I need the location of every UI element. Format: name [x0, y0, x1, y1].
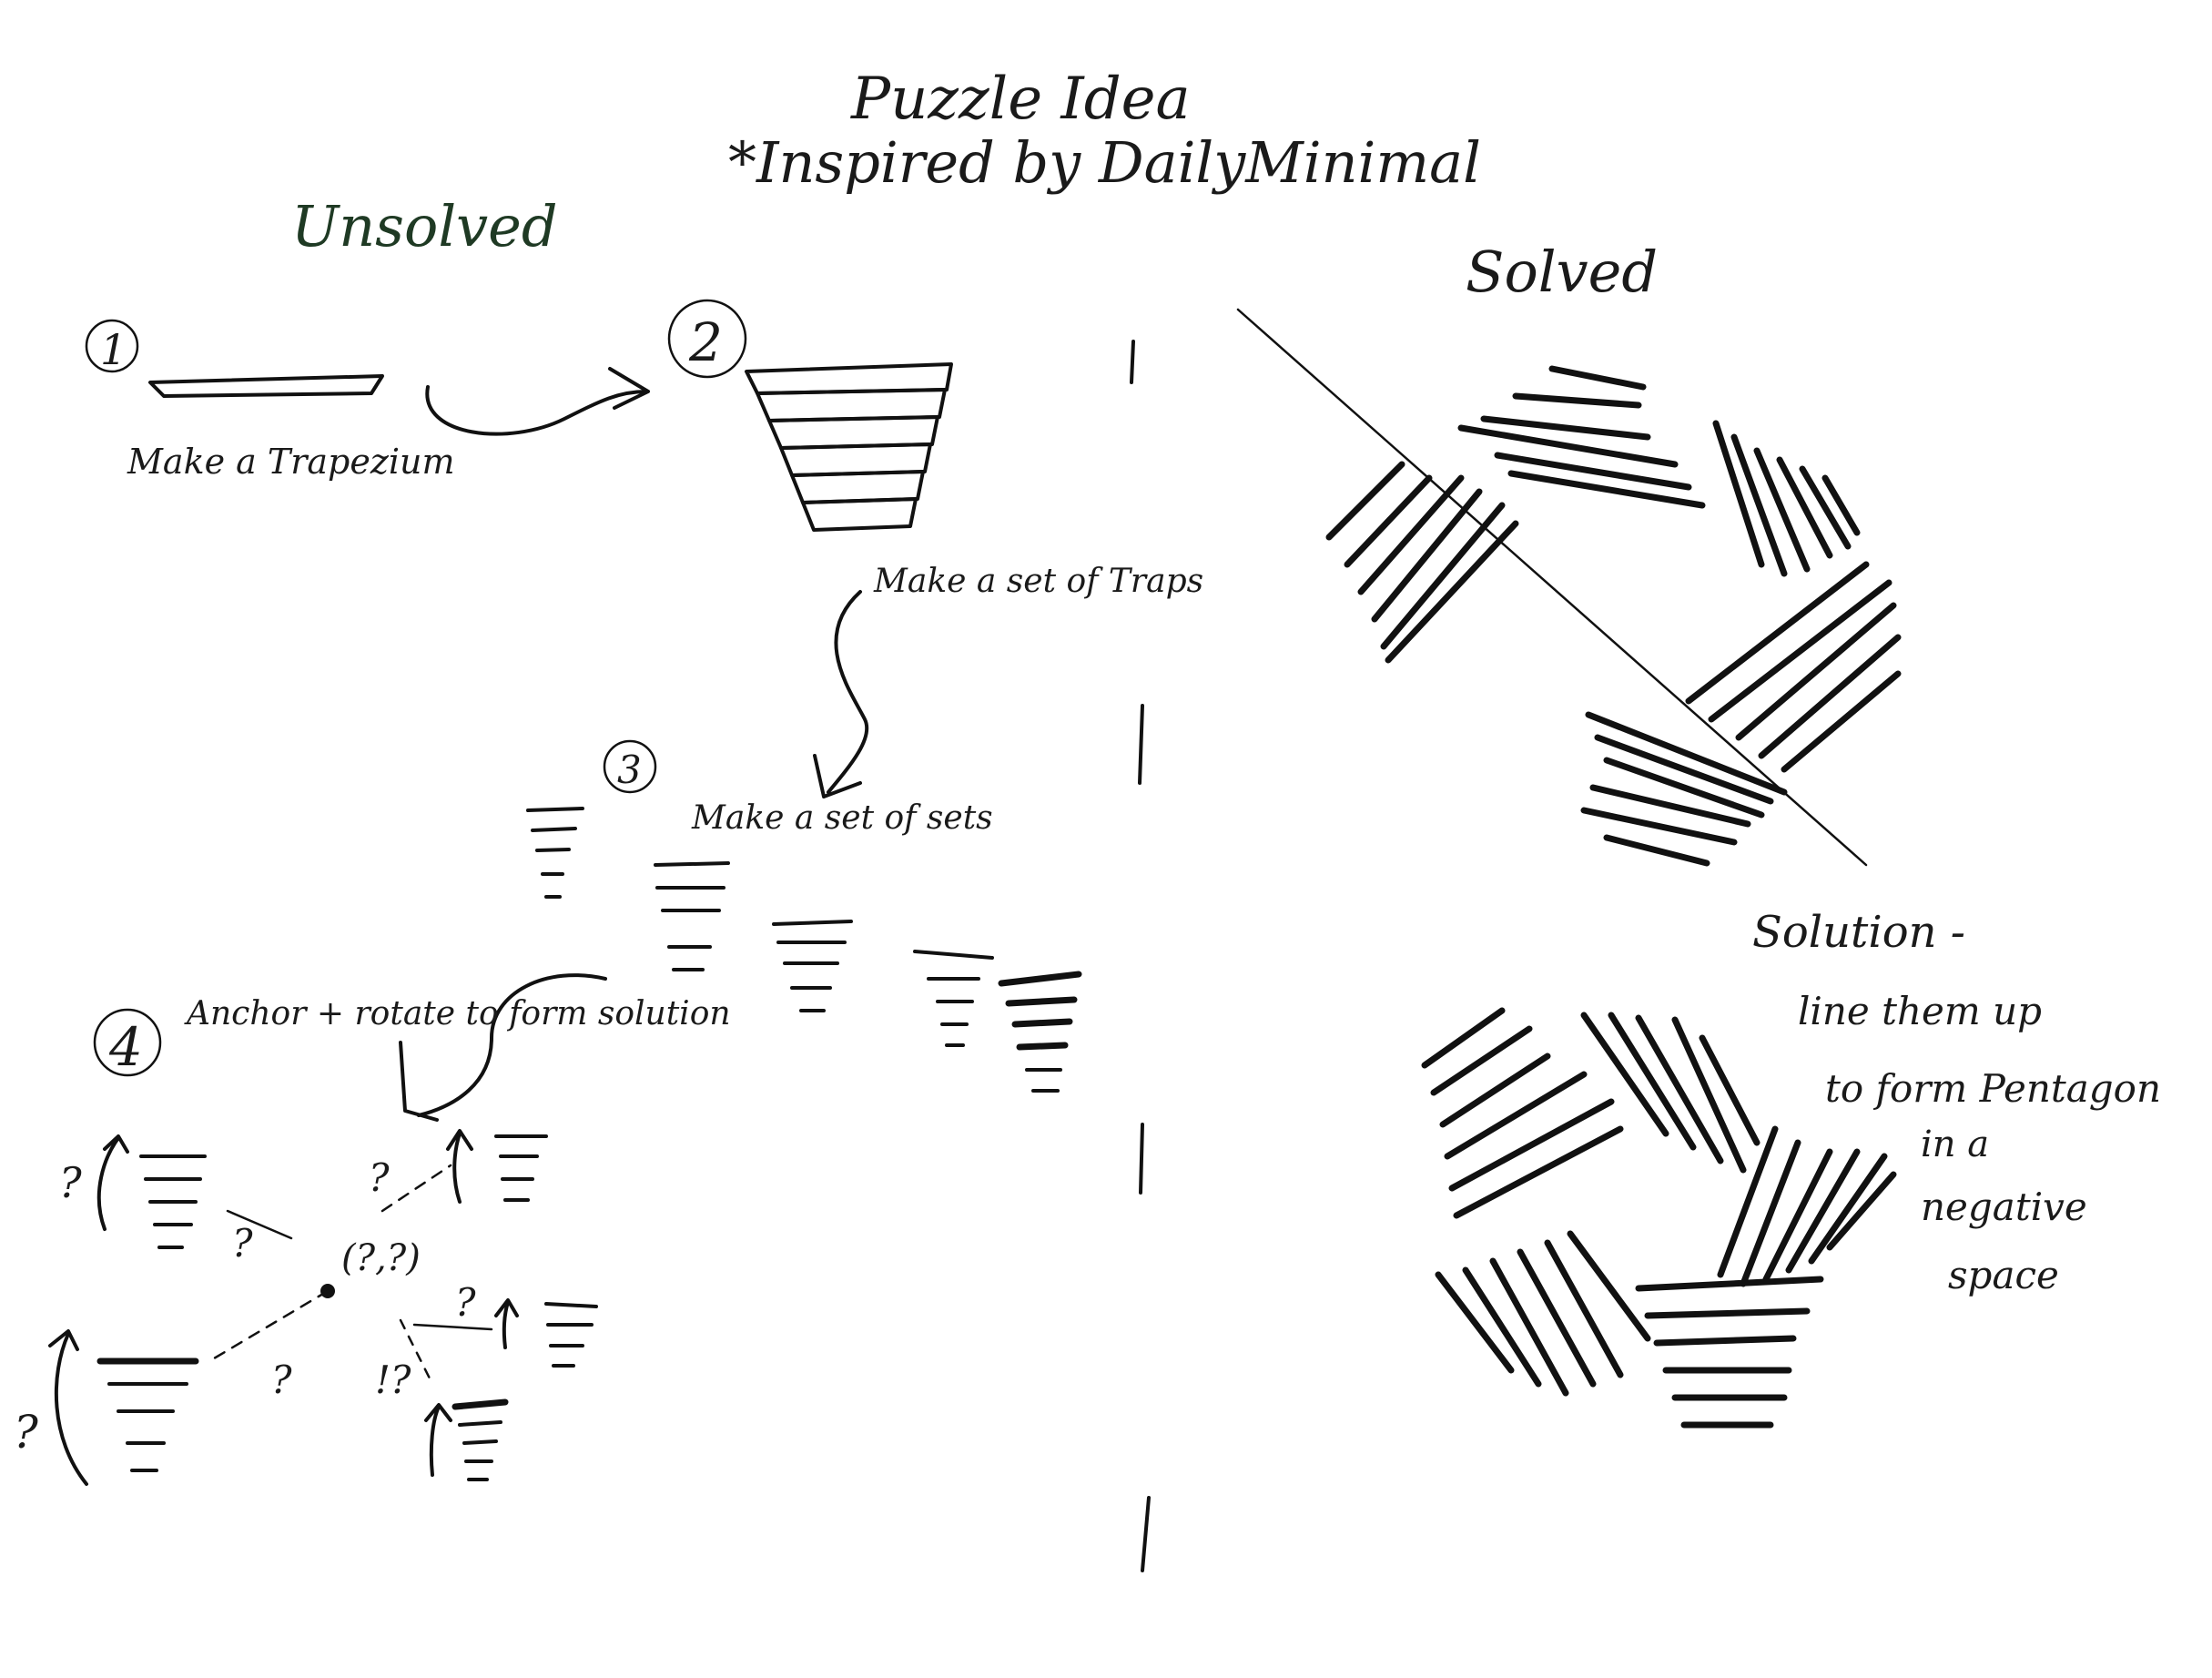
mini-stack-4 [913, 950, 994, 1047]
step-4: 4 Anchor + rotate to form solution (?,?) [14, 995, 731, 1486]
mini-stack-2 [654, 861, 730, 971]
step-3-circle [603, 739, 657, 794]
solution-note-line: Solution - [1752, 907, 1965, 958]
step-2-caption: Make a set of Traps [873, 563, 1203, 600]
step-4-circle [93, 1008, 162, 1077]
step-2: 2 Make a set of Traps [667, 299, 1203, 798]
hatch-block [1325, 461, 1519, 664]
step-3: 3 Make a set of sets [399, 739, 1082, 1122]
rot-stack-bottom-left [48, 1329, 199, 1486]
solution-note: Solution - line them up to form Pentagon… [1752, 907, 2161, 1297]
step-4-number: 4 [108, 1016, 143, 1078]
trapezium-stack [745, 362, 953, 532]
solution-note-line: negative [1921, 1185, 2087, 1229]
hatch-block [1635, 1276, 1824, 1429]
solved-upper-figure [1236, 308, 1902, 867]
hatch-block [1685, 561, 1902, 773]
rotation-sketch: (?,?) [14, 1129, 598, 1486]
title-line-2: *Inspired by DailyMinimal [728, 129, 1481, 196]
solved-heading: Solved [1466, 239, 1658, 305]
hatch-block [1457, 365, 1706, 509]
question-mark: ? [59, 1158, 82, 1207]
question-mark: !? [375, 1358, 411, 1402]
arrow-step3-to-step4 [417, 973, 607, 1117]
hatch-block [1421, 1007, 1624, 1219]
question-mark: ? [369, 1155, 390, 1200]
solution-note-line: to form Pentagon [1825, 1066, 2161, 1111]
solution-note-line: space [1948, 1253, 2059, 1297]
solved-lower-figure [1421, 1007, 1897, 1429]
arrow-step1-to-step2 [425, 385, 648, 436]
step-2-circle [667, 299, 747, 379]
title-block: Puzzle Idea *Inspired by DailyMinimal [728, 66, 1481, 196]
step-4-caption: Anchor + rotate to form solution [184, 995, 731, 1032]
rot-stack-bottom-right [424, 1398, 509, 1481]
step-1-number: 1 [100, 325, 127, 374]
title-line-1: Puzzle Idea [850, 66, 1191, 133]
hatch-block [1435, 1230, 1651, 1397]
unsolved-heading: Unsolved [291, 193, 558, 259]
step-1-caption: Make a Trapezium [127, 442, 455, 482]
rot-stack-top-right [446, 1129, 548, 1204]
question-mark: ? [455, 1280, 476, 1325]
trapezium-shape [148, 374, 384, 398]
mini-stack-1 [526, 807, 584, 899]
question-mark: ? [232, 1221, 253, 1266]
hatch-block [1712, 420, 1861, 577]
set-of-sets [526, 807, 1082, 1093]
mini-stack-5 [998, 971, 1082, 1093]
hatch-block [1717, 1125, 1897, 1287]
hatch-block [1580, 711, 1788, 867]
step-3-number: 3 [617, 747, 642, 792]
step-1: 1 Make a Trapezium [85, 319, 650, 482]
mini-stack-3 [772, 920, 853, 1012]
question-mark: ? [14, 1406, 39, 1459]
center-divider [1130, 340, 1151, 1572]
step-2-number: 2 [688, 311, 723, 373]
anchor-coordinate: (?,?) [341, 1237, 421, 1279]
rot-stack-top-left [96, 1134, 207, 1249]
question-mark: ? [271, 1358, 292, 1402]
step-3-caption: Make a set of sets [691, 799, 993, 837]
solution-note-line: in a [1921, 1124, 1989, 1165]
arrow-step2-to-step3 [827, 590, 869, 794]
rot-stack-right [494, 1298, 598, 1368]
solution-note-line: line them up [1798, 989, 2042, 1033]
hatch-block [1580, 1012, 1760, 1174]
step-1-circle [85, 319, 139, 373]
